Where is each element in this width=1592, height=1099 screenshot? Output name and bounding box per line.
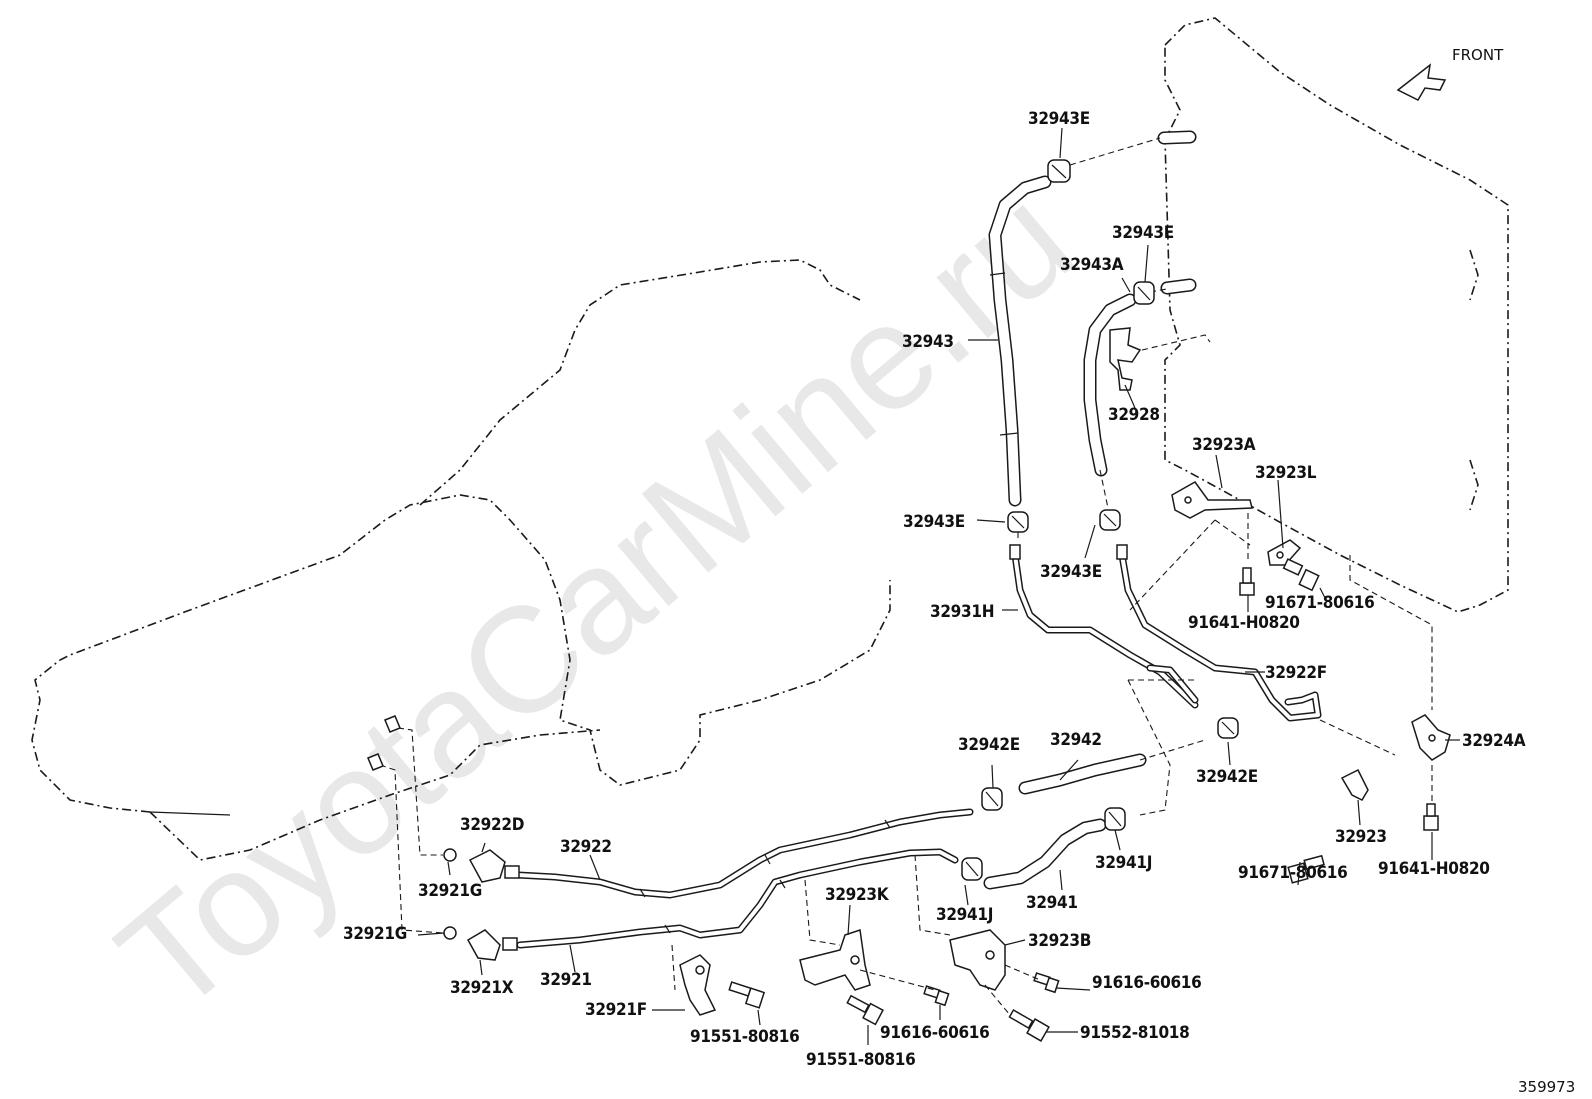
fitting-32921X[interactable] bbox=[466, 929, 518, 961]
diagram-number: 359973 bbox=[1518, 1078, 1575, 1096]
bolt-91552-81018[interactable] bbox=[1008, 1009, 1050, 1042]
label-32922: 32922 bbox=[560, 837, 612, 857]
label-32921G-left: 32921G bbox=[343, 924, 407, 944]
bolt-91641-H0820-top[interactable] bbox=[1239, 567, 1255, 596]
label-32921: 32921 bbox=[540, 970, 592, 990]
engine-outline bbox=[419, 259, 861, 506]
label-32943E-mid: 32943E bbox=[1112, 223, 1174, 243]
label-32922D: 32922D bbox=[460, 815, 524, 835]
label-32942E-left: 32942E bbox=[958, 735, 1020, 755]
label-91616-60616-mid: 91616-60616 bbox=[880, 1023, 989, 1043]
label-32942E-right: 32942E bbox=[1196, 767, 1258, 787]
label-91671-80616-bottom: 91671-80616 bbox=[1238, 863, 1347, 883]
front-arrow-icon bbox=[1396, 63, 1447, 101]
label-32943A: 32943A bbox=[1060, 255, 1124, 275]
bracket-32923K[interactable] bbox=[799, 929, 871, 991]
fitting-32922D[interactable] bbox=[468, 849, 520, 883]
transmission-outline bbox=[31, 494, 891, 813]
label-32924A: 32924A bbox=[1462, 731, 1526, 751]
bolt-91616-60616-mid[interactable] bbox=[923, 985, 950, 1007]
label-32923B: 32923B bbox=[1028, 931, 1091, 951]
radiator-detail-1 bbox=[1469, 249, 1479, 301]
bolt-91551-80816-left[interactable] bbox=[728, 981, 766, 1009]
label-32943E-left: 32943E bbox=[903, 512, 965, 532]
label-32942: 32942 bbox=[1050, 730, 1102, 750]
bolt-91671-80616-top[interactable] bbox=[1282, 558, 1320, 592]
clamp-32942E-left[interactable] bbox=[981, 787, 1003, 811]
label-91641-H0820-bottom: 91641-H0820 bbox=[1378, 859, 1490, 879]
clip-lower bbox=[367, 753, 384, 771]
label-32922F: 32922F bbox=[1265, 663, 1327, 683]
clamp-32941J-right[interactable] bbox=[1104, 807, 1126, 831]
label-32921X: 32921X bbox=[450, 978, 514, 998]
clamp-32923[interactable] bbox=[1340, 768, 1369, 801]
bracket-32923A[interactable] bbox=[1171, 481, 1253, 519]
label-32931H: 32931H bbox=[930, 602, 994, 622]
label-32923L: 32923L bbox=[1255, 463, 1317, 483]
label-91552-81018: 91552-81018 bbox=[1080, 1023, 1189, 1043]
clamp-32943E-mid[interactable] bbox=[1133, 281, 1155, 305]
bolt-91551-80816-mid[interactable] bbox=[846, 994, 884, 1026]
radiator-detail-2 bbox=[1469, 459, 1479, 511]
pipe-32921-marks bbox=[664, 879, 786, 934]
bolt-91616-60616-right[interactable] bbox=[1033, 972, 1060, 994]
label-91671-80616-top: 91671-80616 bbox=[1265, 593, 1374, 613]
transmission-lower-outline bbox=[149, 729, 601, 861]
label-91551-80816-mid: 91551-80816 bbox=[806, 1050, 915, 1070]
label-32943: 32943 bbox=[902, 332, 954, 352]
clamp-32943E-low[interactable] bbox=[1099, 509, 1121, 531]
clamp-32941J-left[interactable] bbox=[961, 857, 983, 881]
label-32923: 32923 bbox=[1335, 827, 1387, 847]
label-32943E-low: 32943E bbox=[1040, 562, 1102, 582]
pipe-32922F-end bbox=[1116, 544, 1128, 560]
label-32923A: 32923A bbox=[1192, 435, 1256, 455]
label-32941J-left: 32941J bbox=[936, 905, 993, 925]
label-32941: 32941 bbox=[1026, 893, 1078, 913]
label-91641-H0820-top: 91641-H0820 bbox=[1188, 613, 1300, 633]
bracket-32923B[interactable] bbox=[949, 929, 1006, 991]
label-91616-60616-right: 91616-60616 bbox=[1092, 973, 1201, 993]
bracket-32921F[interactable] bbox=[679, 954, 717, 1016]
hose-32943-marks bbox=[989, 272, 1019, 436]
clamp-32943E-top[interactable] bbox=[1047, 159, 1071, 183]
bracket-32923L[interactable] bbox=[1267, 539, 1302, 566]
gasket-32921G-lower[interactable] bbox=[443, 926, 457, 940]
label-32941J-right: 32941J bbox=[1095, 853, 1152, 873]
bracket-32928[interactable] bbox=[1109, 327, 1142, 391]
clamp-32943E-left[interactable] bbox=[1007, 511, 1029, 533]
bracket-32924A[interactable] bbox=[1411, 714, 1451, 761]
label-32928: 32928 bbox=[1108, 405, 1160, 425]
label-32943E-top: 32943E bbox=[1028, 109, 1090, 129]
pipe-32922-marks bbox=[639, 819, 891, 898]
gasket-32921G-upper[interactable] bbox=[443, 848, 457, 862]
callout-line bbox=[1059, 127, 1063, 159]
front-direction-label: FRONT bbox=[1452, 46, 1504, 64]
housing-edge-line bbox=[149, 811, 231, 816]
label-32921F: 32921F bbox=[585, 1000, 647, 1020]
label-32923K: 32923K bbox=[825, 885, 890, 905]
radiator-outline bbox=[1164, 17, 1509, 613]
bolt-91641-H0820-bottom[interactable] bbox=[1423, 803, 1439, 831]
label-32921G-upper: 32921G bbox=[418, 881, 482, 901]
clip-upper bbox=[384, 715, 401, 733]
clamp-32942E-right[interactable] bbox=[1217, 717, 1239, 739]
pipe-32931H-end bbox=[1009, 544, 1021, 560]
leader-top-clamp bbox=[1069, 137, 1161, 166]
label-91551-80816-left: 91551-80816 bbox=[690, 1027, 799, 1047]
pipe-32922F bbox=[1118, 551, 1322, 722]
bolt-91671-80616-bottom[interactable] bbox=[1287, 854, 1325, 884]
